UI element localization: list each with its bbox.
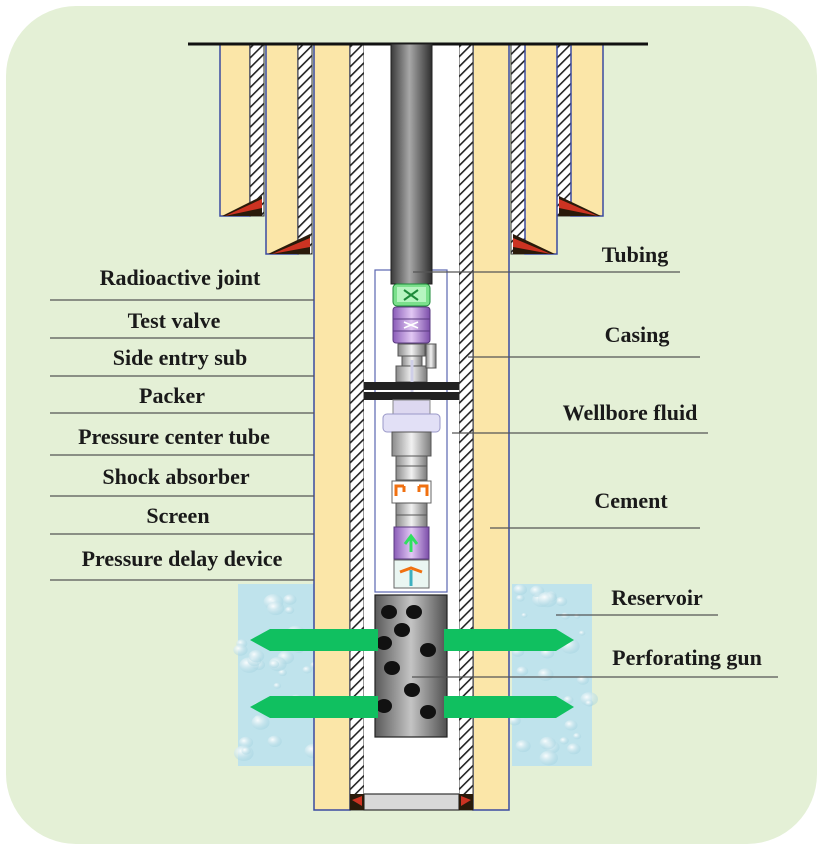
reservoir-droplet	[233, 644, 248, 656]
screen	[393, 502, 430, 560]
reservoir-droplet	[555, 596, 568, 607]
reservoir-droplet	[283, 594, 297, 605]
reservoir-droplet	[573, 613, 581, 619]
reservoir-droplet	[539, 736, 556, 750]
reservoir-droplet	[238, 736, 254, 749]
label-test-valve: Test valve	[127, 308, 221, 333]
intermediate-casing	[265, 43, 558, 255]
reservoir-droplet	[567, 743, 581, 755]
label-reservoir: Reservoir	[611, 585, 703, 610]
reservoir-droplet	[508, 715, 521, 726]
label-shock-absorber: Shock absorber	[102, 464, 250, 489]
label-wellbore-fluid: Wellbore fluid	[562, 400, 698, 425]
pressure-center-tube	[382, 413, 441, 481]
surface-casing	[219, 43, 604, 217]
cement-sheath	[313, 43, 510, 811]
reservoir-droplet	[580, 692, 598, 707]
reservoir-droplet	[537, 591, 558, 608]
pressure-delay-device	[393, 559, 430, 589]
reservoir-droplet	[302, 666, 312, 674]
bottom-plug	[350, 793, 473, 811]
reservoir-droplet	[563, 695, 574, 704]
reservoir-droplet	[521, 612, 528, 618]
reservoir-droplet	[516, 666, 529, 676]
label-packer: Packer	[139, 383, 205, 408]
perforation-jets	[250, 629, 574, 718]
label-perforating-gun: Perforating gun	[612, 645, 762, 670]
reservoir-droplet	[278, 669, 287, 677]
label-cement: Cement	[594, 488, 668, 513]
reservoir-droplet	[573, 732, 582, 740]
reservoir-droplet	[539, 750, 558, 766]
reservoir-droplet	[578, 630, 586, 636]
tubing	[390, 43, 433, 285]
reservoir-droplet	[273, 682, 282, 689]
reservoir-droplet	[537, 668, 554, 681]
reservoir-droplet	[513, 584, 527, 596]
label-pressure-delay-device: Pressure delay device	[81, 546, 283, 571]
reservoir-droplet	[241, 747, 251, 755]
label-screen: Screen	[146, 503, 210, 528]
radioactive-joint	[392, 283, 431, 307]
reservoir-droplet	[267, 735, 282, 747]
reservoir-zone	[233, 584, 598, 766]
label-pressure-center-tube: Pressure center tube	[78, 424, 270, 449]
reservoir-droplet	[251, 715, 270, 730]
reservoir-droplet	[267, 601, 285, 616]
label-casing: Casing	[604, 322, 670, 347]
label-radioactive-joint: Radioactive joint	[99, 265, 261, 290]
test-valve	[392, 306, 431, 344]
reservoir-droplet	[516, 594, 525, 602]
label-side-entry-sub: Side entry sub	[112, 345, 248, 370]
reservoir-droplet	[561, 612, 570, 620]
reservoir-droplet	[515, 739, 531, 753]
reservoir-droplet	[559, 737, 569, 745]
reservoir-droplet	[285, 606, 295, 614]
reservoir-droplet	[585, 700, 594, 707]
reservoir-droplet	[248, 649, 265, 663]
leader-lines	[50, 271, 778, 678]
perforating-gun	[374, 594, 448, 738]
reservoir-droplet	[269, 660, 280, 669]
label-tubing: Tubing	[601, 242, 669, 267]
shock-absorber	[391, 480, 432, 504]
reservoir-droplet	[564, 720, 578, 731]
